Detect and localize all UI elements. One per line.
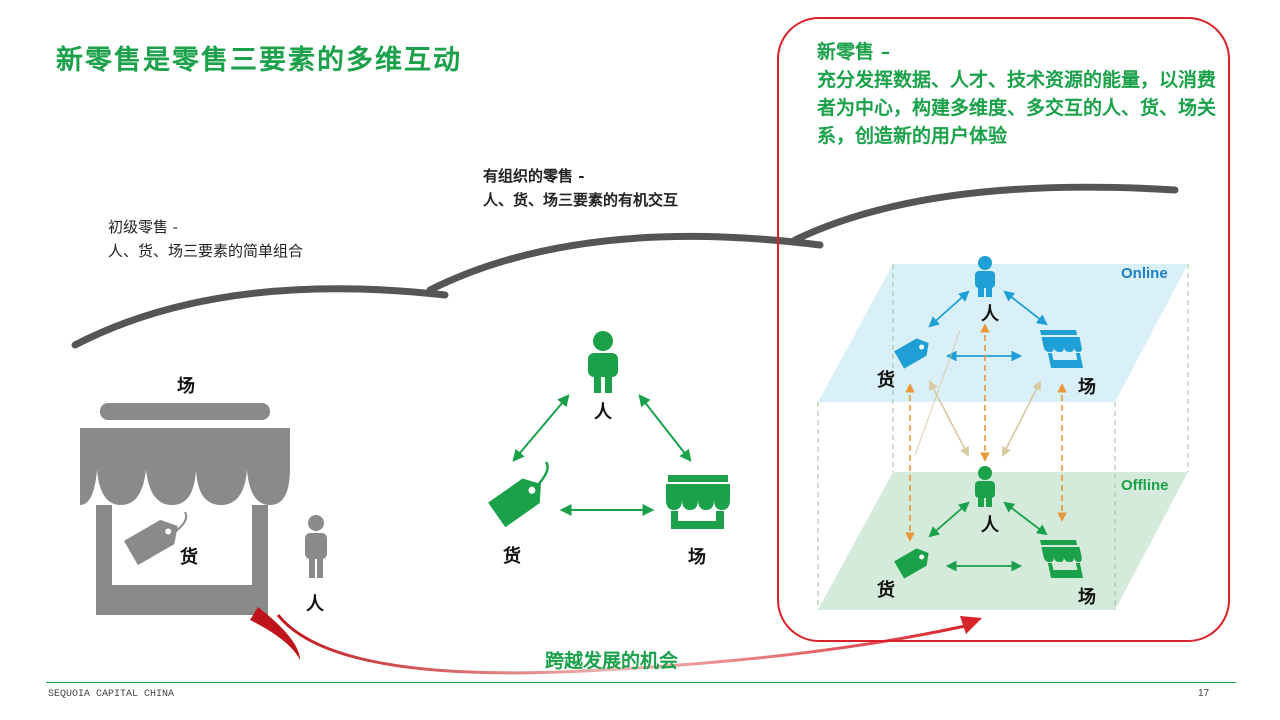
new-retail-frame	[777, 17, 1230, 642]
growth-curve-segment-2	[426, 232, 824, 294]
cross-arrow-5	[1002, 380, 1041, 457]
new-retail-text: 新零售 – 充分发挥数据、人才、技术资源的能量，以消费者为中心，构建多维度、多交…	[817, 41, 1217, 147]
arrow-offline-person-place	[1003, 501, 1048, 536]
footer-divider	[46, 682, 1236, 683]
arrow-person-place	[638, 394, 692, 462]
label-place-primary: 场	[177, 376, 195, 397]
leap-opportunity-label: 跨越发展的机会	[545, 650, 679, 672]
organized-retail-line1: 有组织的零售 -	[483, 167, 585, 185]
primary-retail-line2: 人、货、场三要素的简单组合	[108, 242, 304, 260]
label-person-online: 人	[981, 304, 999, 325]
leap-arc-head	[250, 607, 300, 660]
store-icon-offline	[1040, 540, 1084, 578]
arrow-online-person-goods	[928, 290, 970, 328]
organized-retail-label: 有组织的零售 - 人、货、场三要素的有机交互	[483, 164, 678, 212]
label-goods-offline: 货	[877, 580, 895, 601]
store-icon-green	[666, 475, 730, 529]
arrow-person-goods	[512, 394, 570, 462]
offline-layer-label: Offline	[1121, 477, 1169, 494]
leap-arc	[276, 614, 966, 675]
person-icon-green	[588, 331, 618, 393]
growth-curve-segment-1	[71, 285, 449, 349]
price-tag-icon-online	[894, 338, 929, 369]
online-plane	[818, 264, 1188, 402]
slide-title: 新零售是零售三要素的多维互动	[56, 45, 462, 76]
primary-retail-label: 初级零售 - 人、货、场三要素的简单组合	[108, 215, 303, 263]
label-person-offline: 人	[981, 515, 999, 536]
label-goods-organized: 货	[503, 546, 521, 567]
person-icon-online	[975, 256, 995, 297]
store-icon-online	[1040, 330, 1084, 368]
leap-arrowhead	[960, 616, 982, 634]
cross-arrow-6	[914, 329, 961, 456]
person-icon-offline	[975, 466, 995, 507]
footer-company: SEQUOIA CAPITAL CHINA	[48, 689, 175, 700]
growth-curve-segment-3	[791, 183, 1179, 244]
arrow-online-person-place	[1003, 290, 1048, 326]
price-tag-icon-green	[488, 478, 541, 528]
label-place-organized: 场	[688, 547, 706, 568]
label-place-offline: 场	[1078, 587, 1096, 608]
label-place-online: 场	[1078, 377, 1096, 398]
new-retail-description: 新零售 – 充分发挥数据、人才、技术资源的能量，以消费者为中心，构建多维度、多交…	[817, 38, 1217, 150]
storefront-icon	[80, 403, 290, 615]
label-person-organized: 人	[594, 402, 612, 423]
arrow-offline-person-goods	[928, 501, 970, 538]
label-person-primary: 人	[306, 594, 324, 615]
page-number: 17	[1198, 688, 1210, 699]
primary-retail-line1: 初级零售 -	[108, 218, 178, 236]
price-tag-icon-offline	[894, 548, 929, 579]
label-goods-online: 货	[877, 370, 895, 391]
online-layer-label: Online	[1121, 265, 1168, 282]
organized-retail-line2: 人、货、场三要素的有机交互	[483, 191, 679, 209]
person-icon-gray	[305, 515, 327, 578]
label-goods-primary: 货	[180, 547, 198, 568]
